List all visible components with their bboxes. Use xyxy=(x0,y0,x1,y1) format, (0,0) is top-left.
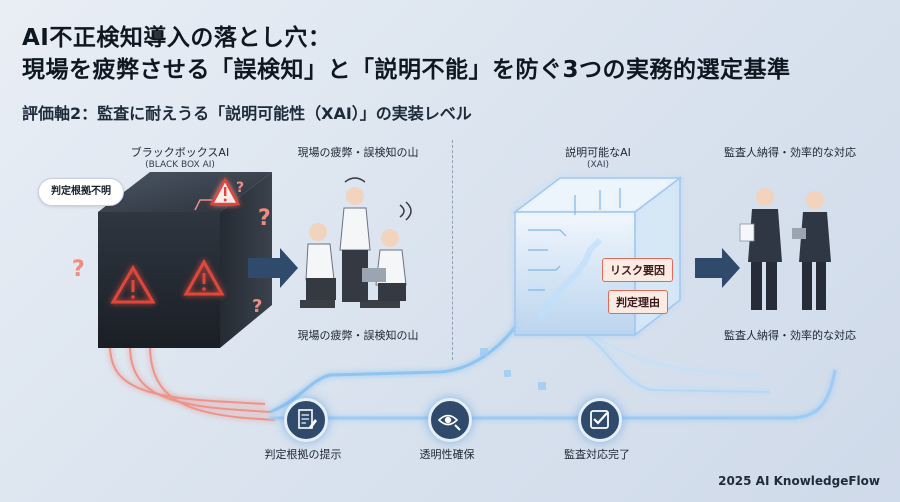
section-divider xyxy=(452,140,453,360)
unknown-reason-bubble: 判定根拠不明 xyxy=(38,178,124,206)
xai-label: 説明可能なAI xyxy=(565,146,631,159)
flow-dots xyxy=(480,348,546,390)
staff-illustration xyxy=(300,177,412,308)
warning-icon xyxy=(209,177,241,206)
warning-icon xyxy=(183,258,225,296)
svg-text:?: ? xyxy=(252,296,262,317)
svg-text:?: ? xyxy=(258,206,271,231)
staff-label-bottom: 現場の疲弊・誤検知の山 xyxy=(297,329,419,342)
footer-credit: 2025 AI KnowledgeFlow xyxy=(718,474,880,488)
xai-label-en: (XAI) xyxy=(587,160,609,170)
blue-flow-line xyxy=(269,319,837,420)
svg-text:?: ? xyxy=(72,257,85,282)
eye-magnifier-icon xyxy=(428,398,472,442)
subtitle: 評価軸2：監査に耐えうる「説明可能性（XAI）」の実装レベル xyxy=(22,104,472,123)
risk-factor-tag: リスク要因 xyxy=(602,258,673,282)
document-edit-icon xyxy=(284,398,328,442)
svg-text:?: ? xyxy=(236,180,244,196)
step-label-2: 透明性確保 xyxy=(419,448,475,461)
staff-label-top: 現場の疲弊・誤検知の山 xyxy=(297,146,419,159)
question-mark-icon: ? ? ? ? xyxy=(72,180,271,317)
arrow-right-icon xyxy=(695,248,740,288)
auditor-label-top: 監査人納得・効率的な対応 xyxy=(724,146,856,159)
auditor-label-bottom: 監査人納得・効率的な対応 xyxy=(724,329,856,342)
step-label-1: 判定根拠の提示 xyxy=(264,448,342,461)
auditor-illustration xyxy=(739,188,831,310)
warning-icon xyxy=(110,265,156,304)
red-flow-lines xyxy=(109,344,276,421)
title-line-2: 現場を疲弊させる「誤検知」と「説明不能」を防ぐ3つの実務的選定基準 xyxy=(22,57,791,83)
black-box-label: ブラックボックスAI xyxy=(130,146,230,159)
title-line-1: AI不正検知導入の落とし穴： xyxy=(22,25,332,51)
checkbox-icon xyxy=(578,398,622,442)
connector-line xyxy=(194,199,212,211)
step-label-3: 監査対応完了 xyxy=(564,448,630,461)
decision-reason-tag: 判定理由 xyxy=(608,290,668,314)
arrow-right-icon xyxy=(248,248,298,288)
black-box-label-en: (BLACK BOX AI) xyxy=(145,160,215,170)
black-box-cube xyxy=(98,172,272,348)
